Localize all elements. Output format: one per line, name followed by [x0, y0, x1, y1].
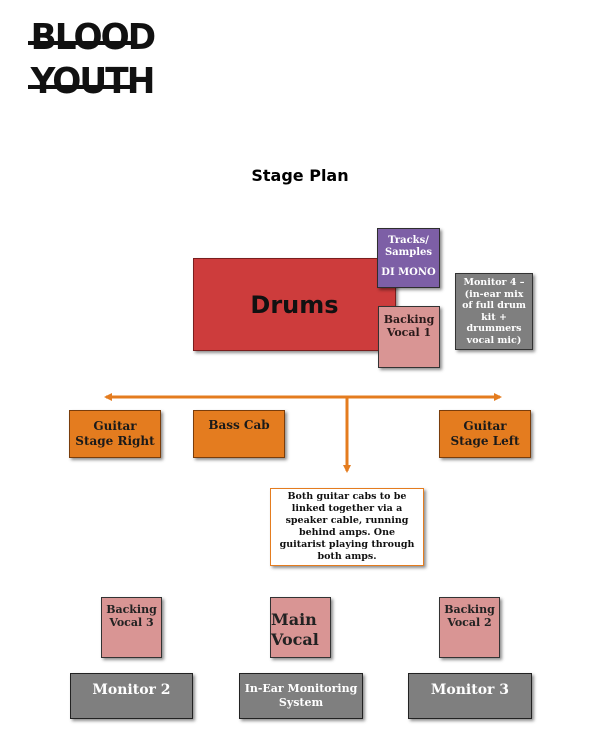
tracks-samples-box: Tracks/ Samples DI MONO — [377, 228, 440, 288]
backing-vocal-1-box: Backing Vocal 1 — [378, 306, 440, 368]
guitar-stage-left-label-1: Guitar — [463, 419, 507, 433]
main-vocal-label-2: Vocal — [271, 629, 319, 649]
guitar-stage-left-box: Guitar Stage Left — [439, 410, 531, 458]
logo-strike-bottom — [28, 85, 132, 89]
main-vocal-box: Main Vocal — [270, 597, 331, 658]
tracks-label-1: Tracks/ — [388, 235, 429, 246]
tracks-label-2: Samples — [384, 247, 433, 258]
bass-cab-box: Bass Cab — [193, 410, 285, 458]
guitar-stage-left-label-2: Stage Left — [450, 434, 520, 448]
drums-box: Drums — [193, 258, 396, 351]
backing-vocal-2-box: Backing Vocal 2 — [439, 597, 500, 658]
in-ear-monitoring-box: In-Ear Monitoring System — [239, 673, 363, 719]
monitor-2-box: Monitor 2 — [70, 673, 193, 719]
guitar-stage-right-label-1: Guitar — [93, 419, 137, 433]
main-vocal-label-1: Main — [271, 609, 317, 629]
logo-strike-top — [28, 41, 132, 45]
monitor-4-box: Monitor 4 – (in-ear mix of full drum kit… — [455, 273, 533, 350]
tracks-di-label: DI MONO — [381, 267, 436, 278]
logo-text-bottom: YOUTH — [30, 61, 156, 102]
guitar-cab-note: Both guitar cabs to be linked together v… — [270, 488, 424, 566]
band-logo: BLOOD YOUTH — [28, 12, 157, 102]
guitar-stage-right-label-2: Stage Right — [75, 434, 155, 448]
page-title: Stage Plan — [251, 166, 349, 185]
monitor-3-box: Monitor 3 — [408, 673, 532, 719]
guitar-stage-right-box: Guitar Stage Right — [69, 410, 161, 458]
backing-vocal-3-box: Backing Vocal 3 — [101, 597, 162, 658]
logo-text-top: BLOOD — [30, 17, 157, 58]
